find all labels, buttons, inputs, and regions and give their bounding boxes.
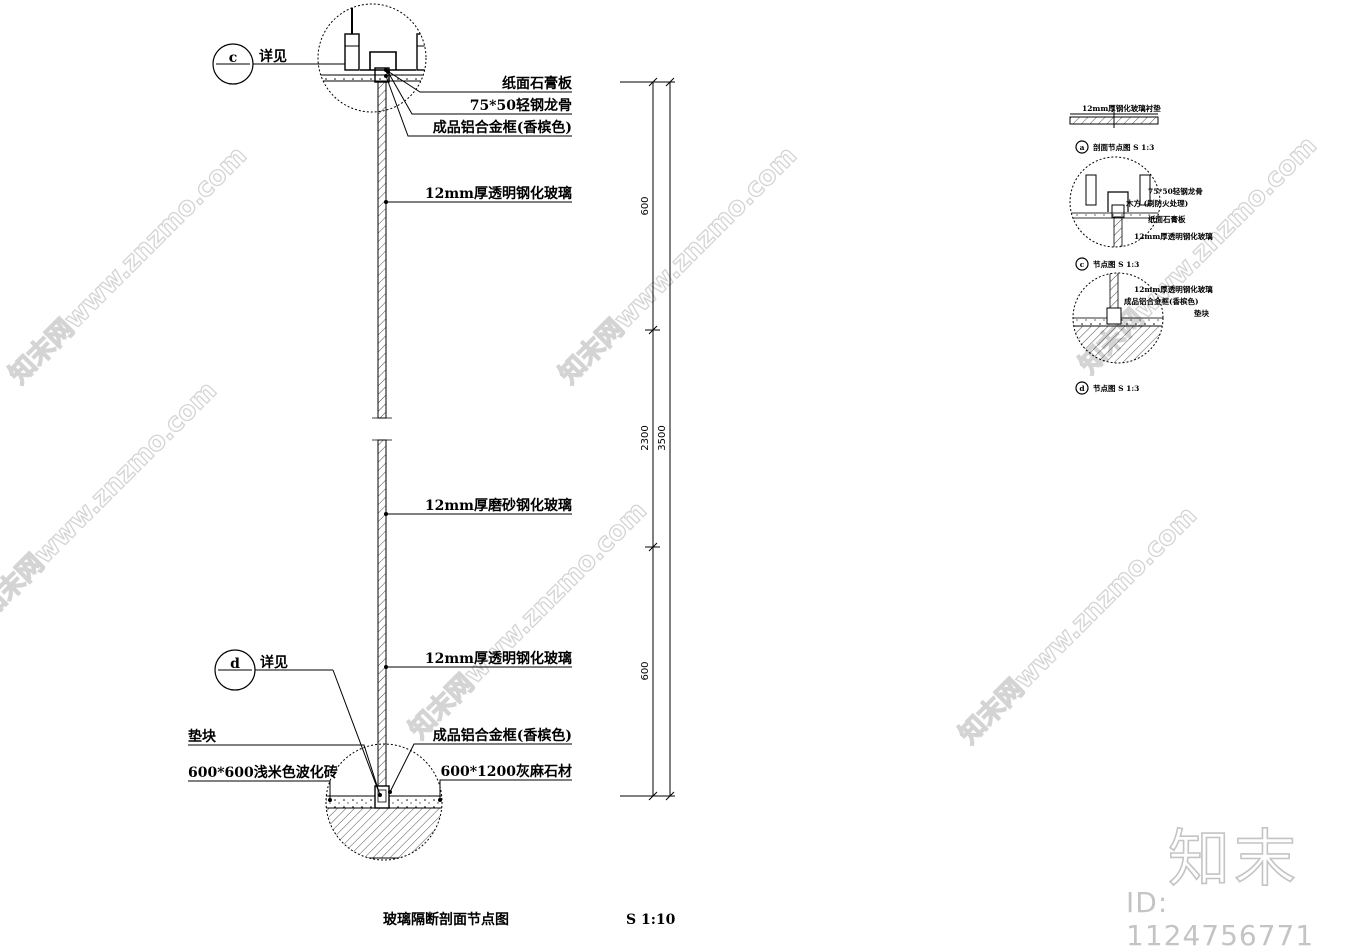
image-id-text: ID: 1124756771 <box>1126 886 1315 952</box>
watermark-text: 知末网www.znzmo.com <box>954 501 1203 750</box>
small-d-ref: d <box>1079 384 1085 393</box>
label-alu-frame-top: 成品铝合金框(香槟色) <box>433 119 572 136</box>
small-c-ref: c <box>1080 260 1085 269</box>
watermark-text: 知末网www.znzmo.com <box>4 141 253 390</box>
small-c-label: 木方 (刷防火处理) <box>1125 198 1188 208</box>
glass-partition <box>372 81 392 798</box>
small-c-label: 75*50轻钢龙骨 <box>1148 186 1203 196</box>
label-spacer-block: 垫块 <box>188 728 217 745</box>
detail-ref-d: d 详见 <box>214 649 379 791</box>
label-gypsum-board: 纸面石膏板 <box>502 75 573 92</box>
dim-top: 600 <box>640 196 651 215</box>
dim-bottom: 600 <box>640 661 651 680</box>
material-labels: 纸面石膏板 75*50轻钢龙骨 成品铝合金框(香槟色) 12mm厚透明钢化玻璃 … <box>188 75 573 781</box>
top-detail-circle <box>317 3 427 113</box>
small-detail-c <box>1069 156 1161 271</box>
see-detail-label: 详见 <box>259 48 287 65</box>
label-light-steel-keel: 75*50轻钢龙骨 <box>470 97 572 114</box>
label-floor-tile: 600*600浅米色波化砖 <box>188 764 338 781</box>
leader-dots <box>328 68 442 802</box>
leader-lines <box>188 69 572 800</box>
watermark-text: 知末网www.znzmo.com <box>554 141 803 390</box>
small-d-label: 成品铝合金框(香槟色) <box>1124 296 1199 306</box>
drawing-title: 玻璃隔断剖面节点图 S 1:10 <box>383 911 676 928</box>
small-c-label: 12mm厚透明钢化玻璃 <box>1134 231 1213 241</box>
label-clear-glass-bottom: 12mm厚透明钢化玻璃 <box>425 650 572 667</box>
watermark-text: 知末网www.znzmo.com <box>0 376 223 625</box>
detail-ref-c: c 详见 <box>212 43 345 85</box>
small-d-label: 12mm厚透明钢化玻璃 <box>1134 284 1213 294</box>
small-d-label: 垫块 <box>1194 308 1210 318</box>
dim-total: 3500 <box>657 425 668 450</box>
dim-middle: 2300 <box>640 425 651 450</box>
title-name: 玻璃隔断剖面节点图 <box>383 911 509 928</box>
title-scale: S 1:10 <box>626 912 676 928</box>
detail-ref-letter: c <box>229 50 238 66</box>
dimension-values: 600 2300 600 3500 <box>640 196 668 680</box>
small-a-title: 剖面节点图 S 1:3 <box>1093 142 1154 152</box>
small-d-title: 节点图 S 1:3 <box>1093 383 1139 393</box>
small-c-label: 纸面石膏板 <box>1148 214 1186 224</box>
small-c-title: 节点图 S 1:3 <box>1093 259 1139 269</box>
brand-logo: 知末 <box>1167 821 1301 896</box>
label-frosted-glass: 12mm厚磨砂钢化玻璃 <box>425 497 572 514</box>
label-clear-glass-top: 12mm厚透明钢化玻璃 <box>425 185 572 202</box>
small-a-ref: a <box>1080 143 1085 152</box>
small-detail-a <box>1069 106 1159 154</box>
dimension-lines <box>620 77 675 801</box>
see-detail-label: 详见 <box>260 654 288 671</box>
label-alu-frame-bottom: 成品铝合金框(香槟色) <box>433 727 572 744</box>
small-a-label: 12mm厚钢化玻璃衬垫 <box>1082 103 1161 113</box>
watermark-text: 知末网www.znzmo.com <box>404 496 653 745</box>
label-granite: 600*1200灰麻石材 <box>440 763 572 780</box>
detail-ref-letter: d <box>230 656 240 672</box>
